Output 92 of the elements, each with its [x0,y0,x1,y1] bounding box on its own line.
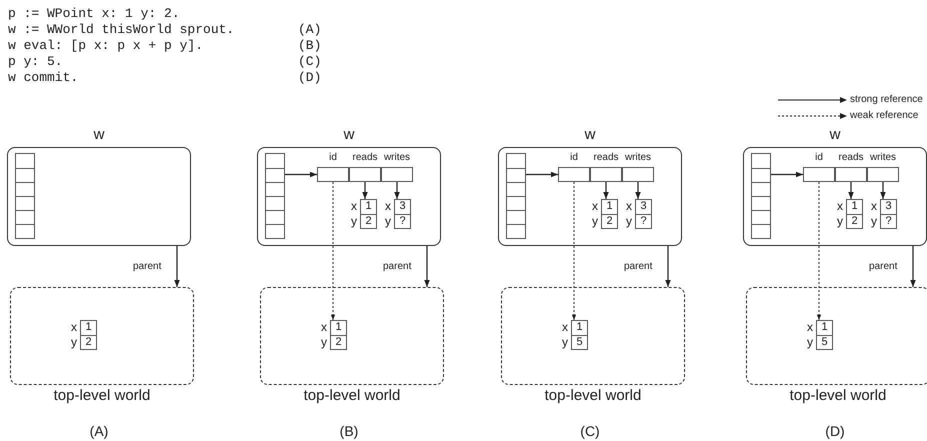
arrow [910,246,916,287]
weak-reference-arrow [816,182,822,320]
column-heading: writes [868,151,898,164]
field-name: y [320,335,328,350]
weak-reference-arrow [572,182,576,320]
arrow [603,182,609,199]
field-name: x [870,199,878,214]
field-value: 2 [80,335,97,350]
legend-text: weak reference [850,109,918,123]
world-name: w [342,126,356,143]
field-name: y [836,214,844,229]
field-name: y [591,214,599,229]
world-name: w [828,126,842,143]
weak-reference-arrow [330,182,336,320]
field-name: x [320,320,328,335]
world-name: top-level world [302,387,402,405]
field-value: 1 [80,320,97,336]
world-name: w [584,126,596,143]
world-name: top-level world [544,387,642,405]
field-name: y [70,335,78,350]
panel-caption: (C) [579,423,601,439]
field-value: 1 [816,320,833,336]
field-value: 1 [330,320,347,336]
arrow [362,182,368,199]
field-name: x [625,199,633,214]
field-name: y [806,335,814,350]
code-line: w eval: [p x: p x + p y]. [8,38,204,54]
arrow [771,172,803,178]
column-heading: reads [837,151,864,164]
code-line: p := WPoint x: 1 y: 2. [8,6,180,22]
panel-caption: (A) [88,423,110,439]
arrow [424,246,430,287]
field-name: y [870,214,878,229]
field-value: 1 [601,199,618,215]
field-value: 3 [880,199,897,215]
step-marker: (D) [298,70,322,86]
panel-caption: (D) [824,423,846,439]
column-heading: id [328,151,338,164]
field-name: x [70,320,78,335]
edge-label: parent [869,260,898,272]
field-name: y [625,214,633,229]
arrow [174,246,180,287]
world-name: w [92,126,106,143]
step-marker: (A) [298,22,322,38]
edge-label: parent [624,260,652,272]
field-value: 2 [601,214,618,229]
arrow [635,182,641,199]
field-value: 3 [394,199,411,215]
field-name: x [591,199,599,214]
field-name: y [350,214,358,229]
column-heading: reads [592,151,620,164]
arrow [526,172,558,178]
field-value: 3 [635,199,652,215]
legend-text: strong reference [850,93,923,107]
field-value: 1 [360,199,377,215]
arrow [285,172,317,178]
field-value: 2 [330,335,347,350]
field-name: x [561,320,569,335]
arrow [394,182,400,199]
field-value: 5 [571,335,588,350]
edge-label: parent [133,260,162,272]
column-heading: writes [624,151,652,164]
code-line: p y: 5. [8,54,63,70]
field-value: 1 [846,199,863,215]
arrow [848,182,854,199]
field-name: x [384,199,392,214]
field-name: x [836,199,844,214]
column-heading: reads [351,151,378,164]
column-heading: id [814,151,824,164]
code-line: w commit. [8,70,78,86]
field-value: 2 [360,214,377,229]
field-name: x [806,320,814,335]
field-name: y [384,214,392,229]
column-heading: writes [382,151,412,164]
field-value: 2 [846,214,863,229]
world-name: top-level world [788,387,888,405]
arrow [665,246,671,287]
field-value: ? [394,214,411,229]
field-name: y [561,335,569,350]
step-marker: (C) [298,54,322,70]
column-heading: id [569,151,579,164]
code-line: w := WWorld thisWorld sprout. [8,22,234,38]
field-value: 5 [816,335,833,350]
field-value: ? [880,214,897,229]
arrow [880,182,886,199]
step-marker: (B) [298,38,322,54]
panel-caption: (B) [338,423,360,439]
world-name: top-level world [52,387,152,405]
field-name: x [350,199,358,214]
edge-label: parent [383,260,412,272]
field-value: 1 [571,320,588,336]
field-value: ? [635,214,652,229]
